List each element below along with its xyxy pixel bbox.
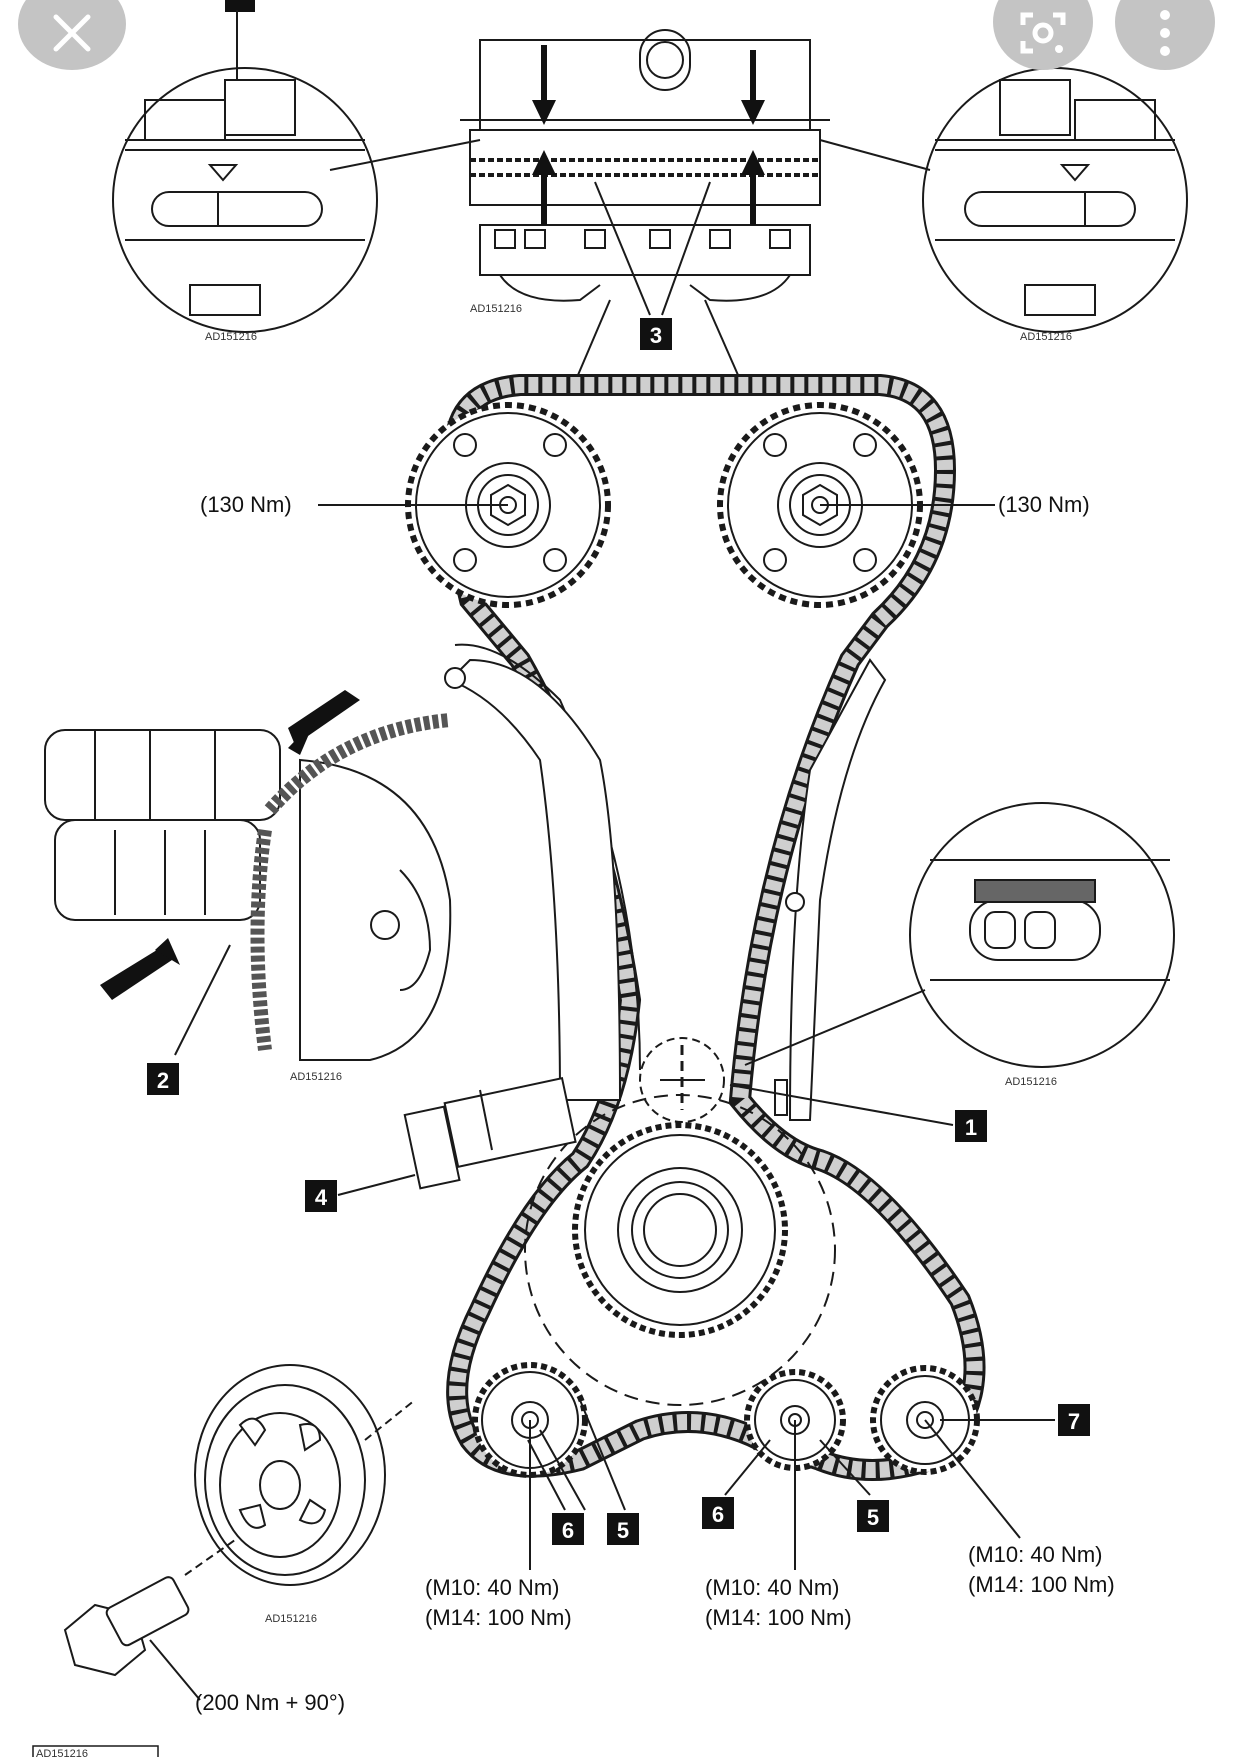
- torque-idler-middle-1: (M10: 40 Nm): [705, 1575, 839, 1600]
- torque-idler-left-1: (M10: 40 Nm): [425, 1575, 559, 1600]
- callout-1: 1: [955, 1110, 987, 1142]
- chain-guide-left: [444, 643, 641, 1101]
- torque-idler-right-2: (M14: 100 Nm): [968, 1572, 1115, 1597]
- torque-idler-left-2: (M14: 100 Nm): [425, 1605, 572, 1630]
- camshaft-sprocket-right: [717, 402, 923, 608]
- tensioner-detail-circle: [744, 802, 1175, 1068]
- fig-code-top-center: AD151216: [470, 303, 522, 315]
- cylinder-head-illustration: [460, 29, 830, 302]
- callout-5a: 5: [607, 1513, 639, 1545]
- svg-text:1: 1: [965, 1115, 977, 1140]
- svg-text:2: 2: [157, 1068, 169, 1093]
- callout-3-leaders: [577, 181, 739, 376]
- callout-7: 7: [1058, 1404, 1090, 1436]
- callout-3: 3: [640, 318, 672, 350]
- fig-code-tensioner: AD151216: [1005, 1076, 1057, 1088]
- fig-code-camshaft: AD151216: [290, 1071, 342, 1083]
- alignment-arrows: [532, 45, 765, 225]
- callout-6b: 6: [702, 1497, 734, 1529]
- fig-code-bottom: AD151216: [36, 1748, 88, 1757]
- callout-5b: 5: [857, 1500, 889, 1532]
- more-vertical-icon: [1160, 10, 1170, 56]
- timing-mark-circle: [639, 1037, 725, 1123]
- camshaft-detail: [44, 713, 452, 1061]
- torque-cam-left: (130 Nm): [200, 492, 292, 517]
- svg-text:7: 7: [1068, 1409, 1080, 1434]
- close-icon: [53, 14, 91, 52]
- crankshaft-pulley-detail: [194, 1364, 416, 1586]
- fig-code-top-left: AD151216: [205, 331, 257, 343]
- crankshaft-pulley-bolt: [63, 1539, 236, 1677]
- callout-6a: 6: [552, 1513, 584, 1545]
- chain-tensioner-plunger: [403, 1077, 577, 1190]
- callout-4: 4: [305, 1180, 337, 1212]
- torque-pulley-bolt: (200 Nm + 90°): [195, 1690, 345, 1715]
- timing-chain: [443, 374, 986, 1481]
- chain-guide-right: [774, 658, 887, 1121]
- image-search-icon: [1020, 12, 1066, 54]
- detail-circle-left: [112, 67, 481, 333]
- fig-code-top-right: AD151216: [1020, 331, 1072, 343]
- torque-idler-right-1: (M10: 40 Nm): [968, 1542, 1102, 1567]
- detail-circle-right: [819, 67, 1188, 333]
- svg-text:5: 5: [617, 1518, 629, 1543]
- torque-cam-right: (130 Nm): [998, 492, 1090, 517]
- svg-text:6: 6: [712, 1502, 724, 1527]
- crankshaft-sprocket: [524, 1094, 836, 1406]
- callout-2: 2: [147, 1063, 179, 1095]
- svg-text:6: 6: [562, 1518, 574, 1543]
- callout-box-cut-left: [225, 0, 255, 12]
- torque-idler-middle-2: (M14: 100 Nm): [705, 1605, 852, 1630]
- svg-text:4: 4: [315, 1185, 328, 1210]
- camshaft-arrows: [100, 690, 360, 1000]
- svg-text:5: 5: [867, 1505, 879, 1530]
- fig-code-pulley: AD151216: [265, 1613, 317, 1625]
- svg-text:3: 3: [650, 323, 662, 348]
